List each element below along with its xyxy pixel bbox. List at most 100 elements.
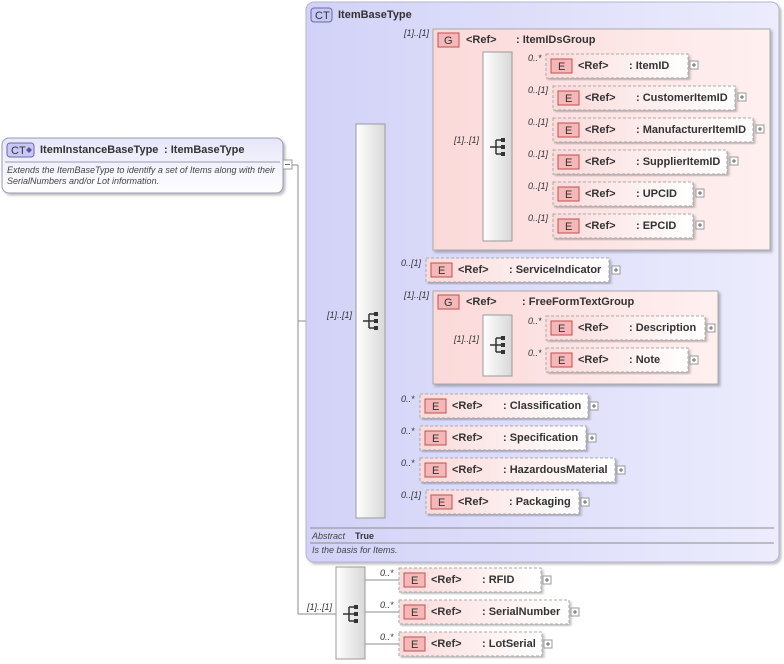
element-manufacturer-item-id[interactable]: 0..[1] E <Ref> : ManufacturerItemID (528, 117, 754, 143)
free-form-group-ref: <Ref> (466, 296, 497, 308)
plus-box-icon[interactable] (689, 60, 699, 70)
element-ref: <Ref> (578, 322, 609, 334)
element-name: : ItemID (629, 60, 669, 72)
element-badge: E (558, 61, 565, 73)
element-ref: <Ref> (578, 354, 609, 366)
plus-box-icon[interactable] (689, 355, 699, 365)
sequence-icon (343, 605, 358, 623)
element-name: : HazardousMaterial (503, 464, 608, 476)
element-badge-icon (557, 122, 580, 138)
element-name: : Note (629, 354, 660, 366)
element-packaging[interactable]: 0..[1] E <Ref> : Packaging (401, 489, 580, 515)
element-badge: E (432, 465, 439, 477)
element-multiplicity: 0..[1] (528, 117, 549, 127)
element-badge-icon (550, 352, 573, 368)
element-ref: <Ref> (585, 92, 616, 104)
element-badge-icon (430, 262, 453, 278)
element-lot-serial[interactable]: 0..* E <Ref> : LotSerial (380, 631, 543, 657)
element-name: : EPCID (636, 220, 676, 232)
element-name: : ServiceIndicator (509, 264, 602, 276)
plus-box-icon[interactable] (542, 575, 552, 585)
abstract-label: Abstract (311, 531, 346, 541)
element-specification[interactable]: 0..* E <Ref> : Specification (401, 425, 587, 451)
group-badge-icon (437, 294, 460, 310)
element-badge-icon (557, 186, 580, 202)
element-item-id[interactable]: 0..* E <Ref> : ItemID (528, 53, 689, 79)
extension-sequence-compositor[interactable] (335, 566, 366, 660)
element-badge-icon (557, 218, 580, 234)
element-ref: <Ref> (578, 60, 609, 72)
plus-box-icon[interactable] (729, 156, 739, 166)
element-classification[interactable]: 0..* E <Ref> : Classification (401, 393, 589, 419)
element-badge-icon (424, 398, 447, 414)
element-badge-icon (550, 320, 573, 336)
plus-box-icon[interactable] (706, 323, 716, 333)
element-rfid[interactable]: 0..* E <Ref> : RFID (380, 567, 542, 593)
root-collapse-button[interactable] (282, 159, 293, 170)
element-supplier-item-id[interactable]: 0..[1] E <Ref> : SupplierItemID (528, 149, 728, 175)
plus-box-icon[interactable] (587, 433, 597, 443)
element-badge-icon (403, 636, 426, 652)
element-multiplicity: 0..* (401, 458, 415, 468)
element-ref: <Ref> (585, 188, 616, 200)
plus-box-icon[interactable] (589, 401, 599, 411)
element-badge: E (558, 355, 565, 367)
element-ref: <Ref> (585, 156, 616, 168)
element-multiplicity: 0..* (528, 348, 542, 358)
base-sequence-compositor[interactable] (355, 123, 386, 519)
element-serial-number[interactable]: 0..* E <Ref> : SerialNumber (380, 599, 570, 625)
plus-box-icon[interactable] (737, 92, 747, 102)
element-badge: E (565, 93, 572, 105)
element-ref: <Ref> (452, 400, 483, 412)
complex-type-badge-icon (310, 7, 333, 23)
element-epcid[interactable]: 0..[1] E <Ref> : EPCID (528, 213, 694, 239)
element-name: : SerialNumber (482, 606, 561, 618)
element-badge: E (438, 265, 445, 277)
element-badge: E (432, 433, 439, 445)
item-ids-group-badge: G (444, 35, 453, 47)
element-customer-item-id[interactable]: 0..[1] E <Ref> : CustomerItemID (528, 85, 736, 111)
element-description[interactable]: 0..* E <Ref> : Description (528, 315, 706, 341)
plus-box-icon[interactable] (616, 465, 626, 475)
complex-type-icon (6, 142, 35, 158)
plus-box-icon[interactable] (570, 607, 580, 617)
item-ids-group-multiplicity: [1]..[1] (403, 28, 430, 38)
element-name: : ManufacturerItemID (636, 124, 746, 136)
element-hazardous-material[interactable]: 0..* E <Ref> : HazardousMaterial (401, 457, 616, 483)
element-ref: <Ref> (452, 432, 483, 444)
element-name: : UPCID (636, 188, 677, 200)
element-upcid[interactable]: 0..[1] E <Ref> : UPCID (528, 181, 694, 207)
item-ids-choice-compositor[interactable] (482, 51, 513, 242)
element-service-indicator[interactable]: 0..[1] E <Ref> : ServiceIndicator (401, 257, 610, 283)
element-badge: E (411, 607, 418, 619)
base-badge: CT (315, 10, 330, 22)
plus-box-icon[interactable] (580, 497, 590, 507)
element-multiplicity: 0..[1] (401, 490, 422, 500)
group-badge-icon (437, 32, 460, 48)
plus-box-icon[interactable] (543, 639, 553, 649)
plus-box-icon[interactable] (755, 124, 765, 134)
base-doc: Is the basis for Items. (312, 545, 398, 555)
root-badge: CT (11, 145, 26, 157)
root-complex-type[interactable]: CT ItemInstanceBaseType : ItemBaseType E… (1, 137, 284, 194)
element-note[interactable]: 0..* E <Ref> : Note (528, 347, 689, 373)
element-badge: E (432, 401, 439, 413)
root-doc-line-2: SerialNumbers and/or Lot information. (7, 176, 159, 186)
element-badge: E (438, 497, 445, 509)
element-badge-icon (424, 430, 447, 446)
element-multiplicity: 0..[1] (528, 149, 549, 159)
element-badge-icon (424, 462, 447, 478)
item-ids-group-ref: <Ref> (466, 34, 497, 46)
sequence-icon (363, 312, 378, 330)
plus-box-icon[interactable] (695, 188, 705, 198)
free-form-sequence-compositor[interactable] (482, 314, 513, 377)
plus-box-icon[interactable] (695, 220, 705, 230)
element-name: : Packaging (509, 496, 571, 508)
element-multiplicity: 0..[1] (401, 258, 422, 268)
plus-box-icon[interactable] (611, 265, 621, 275)
element-ref: <Ref> (458, 264, 489, 276)
diamond-icon (26, 147, 32, 153)
element-badge: E (565, 221, 572, 233)
free-form-group-multiplicity: [1]..[1] (403, 290, 430, 300)
